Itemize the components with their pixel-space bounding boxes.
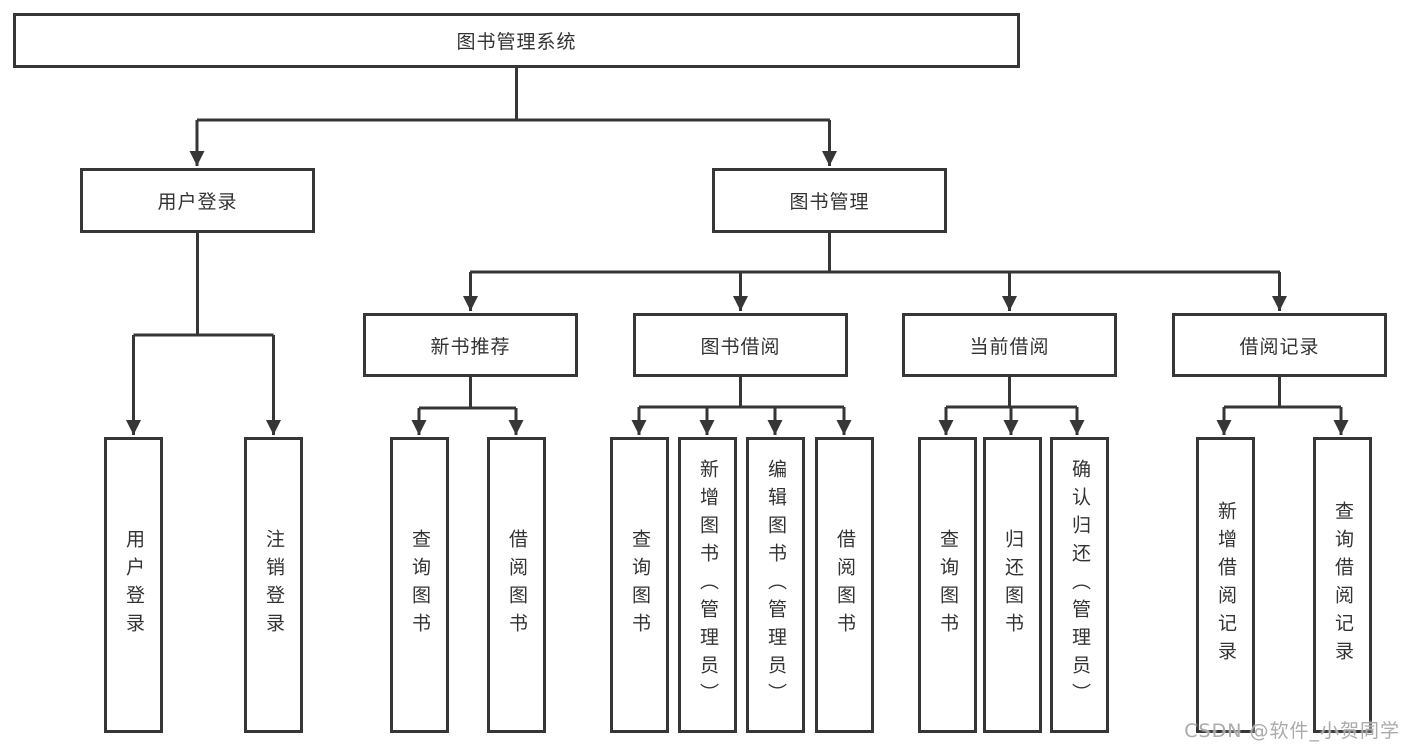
node-book-management: 图书管理 [712,168,947,233]
node-query-books-3: 查询图书 [918,437,977,733]
node-label: 借阅图书 [506,529,528,641]
node-borrow-books-2: 借阅图书 [815,437,874,733]
node-label: 图书管理 [789,191,870,213]
node-label: 归还图书 [1002,529,1024,641]
node-user-login: 用户登录 [104,437,163,733]
node-logout: 注销登录 [244,437,303,733]
node-query-books-1: 查询图书 [390,437,449,733]
node-label: 新书推荐 [430,335,511,358]
node-add-books-admin: 新增图书（管理员） [678,437,737,733]
node-label: 编辑图书（管理员） [765,459,787,711]
node-label: 用户登录 [123,529,145,641]
node-label: 借阅图书 [834,529,856,641]
node-label: 图书借阅 [700,335,781,358]
node-user-login-group: 用户登录 [80,168,315,233]
node-label: 查询图书 [629,529,651,641]
node-return-books: 归还图书 [983,437,1042,733]
node-add-borrow-record: 新增借阅记录 [1196,437,1255,733]
node-label: 新增借阅记录 [1215,501,1237,669]
node-label: 确认归还（管理员） [1069,459,1091,711]
node-label: 查询图书 [937,529,959,641]
node-borrowing-records: 借阅记录 [1172,313,1387,377]
node-label: 查询借阅记录 [1332,501,1354,669]
node-label: 当前借阅 [969,335,1050,358]
node-label: 新增图书（管理员） [697,459,719,711]
node-label: 图书管理系统 [456,31,577,53]
node-borrow-books-1: 借阅图书 [487,437,546,733]
node-confirm-return-admin: 确认归还（管理员） [1050,437,1109,733]
node-label: 查询图书 [409,529,431,641]
node-label: 用户登录 [157,191,238,213]
node-library-management-system: 图书管理系统 [13,13,1020,68]
node-book-borrowing: 图书借阅 [633,313,848,377]
node-edit-books-admin: 编辑图书（管理员） [746,437,805,733]
node-label: 注销登录 [263,529,285,641]
node-label: 借阅记录 [1239,335,1320,358]
node-current-borrowing: 当前借阅 [902,313,1117,377]
node-new-book-recommendation: 新书推荐 [363,313,578,377]
node-query-borrow-record: 查询借阅记录 [1313,437,1372,733]
watermark: CSDN @软件_小贺同学 [1184,720,1400,742]
node-query-books-2: 查询图书 [610,437,669,733]
